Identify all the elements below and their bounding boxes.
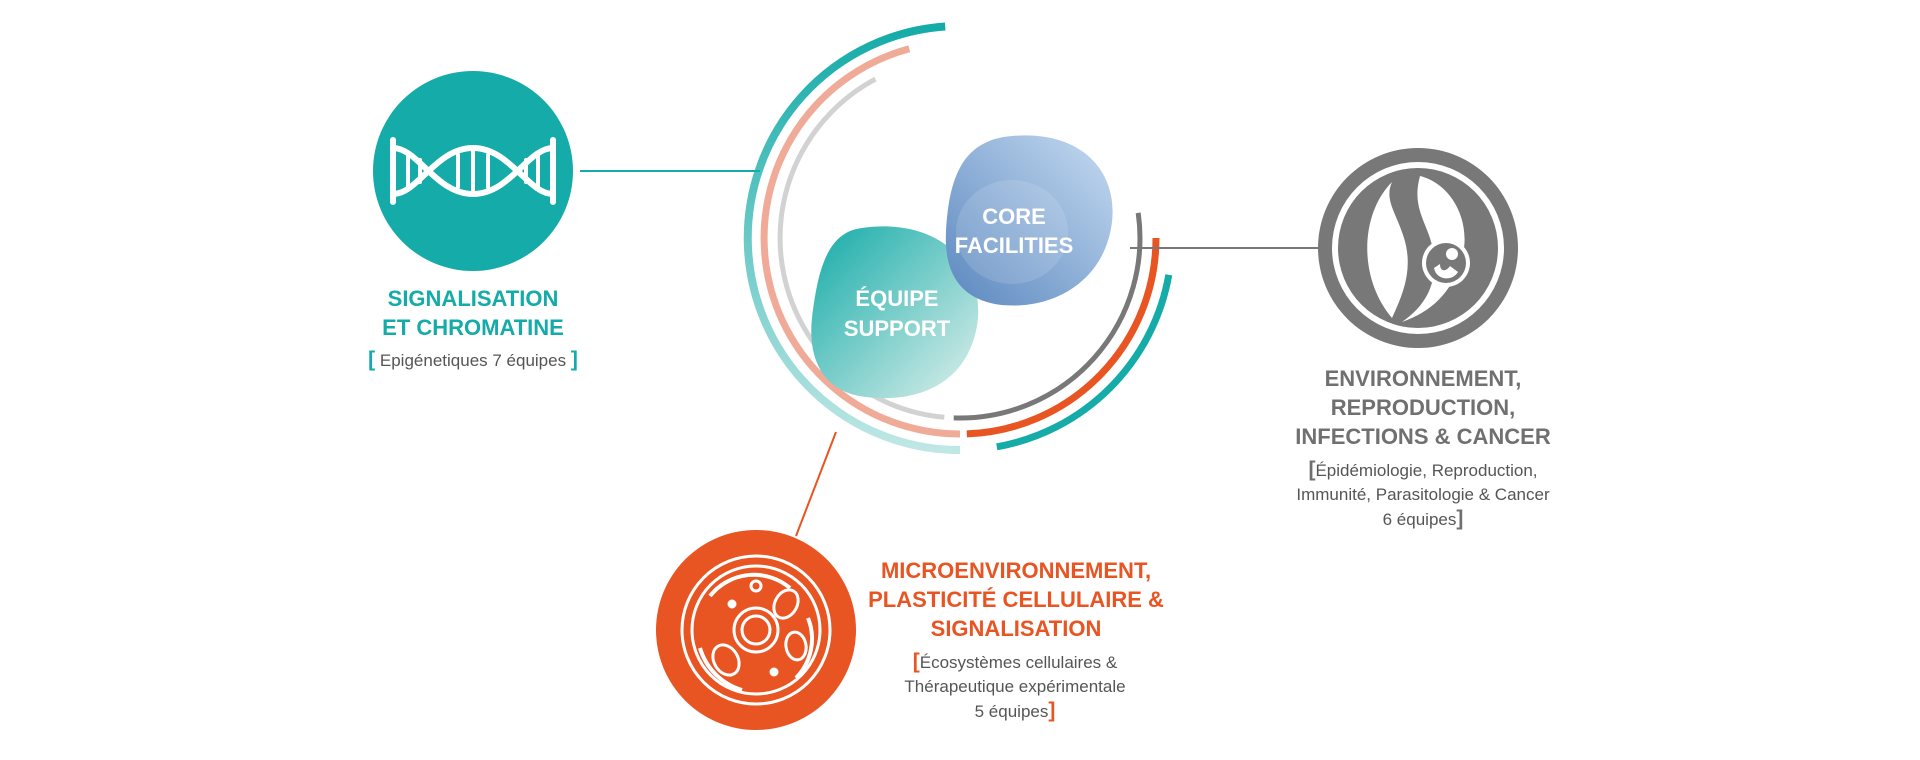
center-arcs xyxy=(743,22,1173,454)
cell-icon xyxy=(680,554,832,706)
arc-gray xyxy=(953,212,1143,421)
microenvironnement-sub-line-2: Thérapeutique expérimentale xyxy=(904,677,1126,696)
environnement-title-line-2: REPRODUCTION, xyxy=(1330,395,1516,420)
signalisation-title: SIGNALISATION ET CHROMATINE xyxy=(323,284,623,342)
microenvironnement-sub-line-3: 5 équipes] xyxy=(974,699,1056,722)
dna-icon xyxy=(390,137,556,205)
microenvironnement-title-line-2: PLASTICITÉ CELLULAIRE & xyxy=(868,587,1164,612)
environnement-sub-line-1: [Épidémiologie, Reproduction, xyxy=(1308,458,1538,481)
arc-teal-right xyxy=(996,274,1173,451)
environnement-subtitle: [Épidémiologie, Reproduction, Immunité, … xyxy=(1243,458,1603,532)
environnement-title-line-3: INFECTIONS & CANCER xyxy=(1295,424,1551,449)
pregnancy-node xyxy=(1318,148,1518,348)
environnement-sub-line-2: Immunité, Parasitologie & Cancer xyxy=(1296,485,1550,504)
blob-core-facilities: CORE FACILITIES xyxy=(945,135,1113,306)
dna-node xyxy=(373,71,573,271)
arc-orange xyxy=(966,237,1160,438)
equipe-support-line-1: ÉQUIPE xyxy=(855,286,938,311)
microenvironnement-subtitle: [Écosystèmes cellulaires & Thérapeutique… xyxy=(852,650,1178,724)
arc-salmon xyxy=(760,45,961,438)
microenvironnement-sub-line-1: [Écosystèmes cellulaires & xyxy=(912,650,1118,673)
signalisation-sub-line: [ Epigénetiques 7 équipes ] xyxy=(368,348,578,371)
blob-equipe-support: ÉQUIPE SUPPORT xyxy=(811,226,979,399)
cell-node xyxy=(656,530,856,730)
environnement-title: ENVIRONNEMENT, REPRODUCTION, INFECTIONS … xyxy=(1243,364,1603,451)
microenvironnement-title-line-3: SIGNALISATION xyxy=(930,616,1102,641)
core-facilities-line-1: CORE xyxy=(982,204,1046,229)
arc-teal-outer xyxy=(743,22,961,454)
equipe-support-line-2: SUPPORT xyxy=(844,316,951,341)
pregnancy-icon xyxy=(1367,176,1470,322)
environnement-sub-line-3: 6 équipes] xyxy=(1382,507,1464,530)
signalisation-subtitle: [ Epigénetiques 7 équipes ] xyxy=(300,348,646,373)
signalisation-title-line-2: ET CHROMATINE xyxy=(382,315,564,340)
arc-gray-light xyxy=(777,76,945,420)
signalisation-title-line-1: SIGNALISATION xyxy=(387,286,559,311)
core-facilities-line-2: FACILITIES xyxy=(955,233,1074,258)
connector-microenvironnement xyxy=(795,431,837,537)
microenvironnement-title-line-1: MICROENVIRONNEMENT, xyxy=(880,558,1152,583)
environnement-title-line-1: ENVIRONNEMENT, xyxy=(1324,366,1522,391)
microenvironnement-title: MICROENVIRONNEMENT, PLASTICITÉ CELLULAIR… xyxy=(844,556,1188,643)
